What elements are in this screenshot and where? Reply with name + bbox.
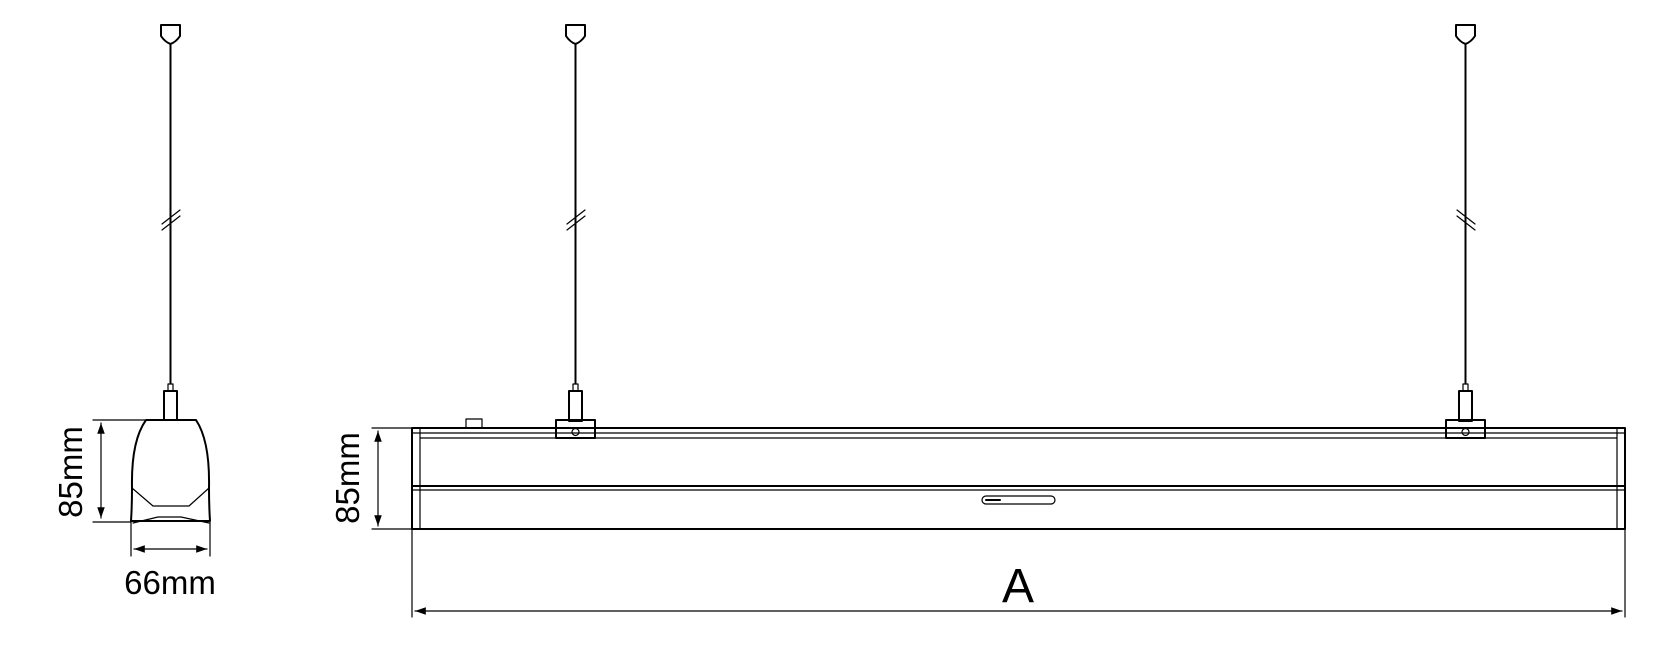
wire-break-symbol [1456, 209, 1476, 231]
clamp-screw [1461, 427, 1470, 437]
body-outline [411, 427, 1626, 530]
ceiling-canopy [1455, 24, 1476, 45]
wire-break-symbol [566, 209, 586, 231]
luminaire-body [411, 427, 1626, 530]
wire-break-symbol [161, 209, 181, 231]
diffuser-lens [131, 487, 210, 507]
mount-block [1458, 390, 1473, 422]
side-width-label: 66mm [124, 564, 216, 601]
suspension-left [555, 24, 596, 439]
wire-gripper [167, 383, 174, 392]
ceiling-canopy [160, 24, 181, 45]
clamp-screw [571, 427, 580, 437]
side-height-label: 85mm [52, 426, 89, 518]
lens-bottom [132, 516, 210, 524]
ceiling-canopy [565, 24, 586, 45]
wire-gripper [572, 383, 579, 392]
length-label: A [1002, 560, 1034, 613]
mount-block [163, 390, 178, 421]
power-connector [465, 418, 483, 429]
mount-block [568, 390, 583, 422]
profile-body [130, 419, 211, 522]
side-view: 85mm 66mm [52, 24, 216, 601]
selector-switch [981, 495, 1056, 505]
front-view: 85mm A [329, 24, 1626, 618]
suspension-right [1445, 24, 1486, 439]
front-height-label: 85mm [329, 432, 366, 524]
wire-gripper [1462, 383, 1469, 392]
